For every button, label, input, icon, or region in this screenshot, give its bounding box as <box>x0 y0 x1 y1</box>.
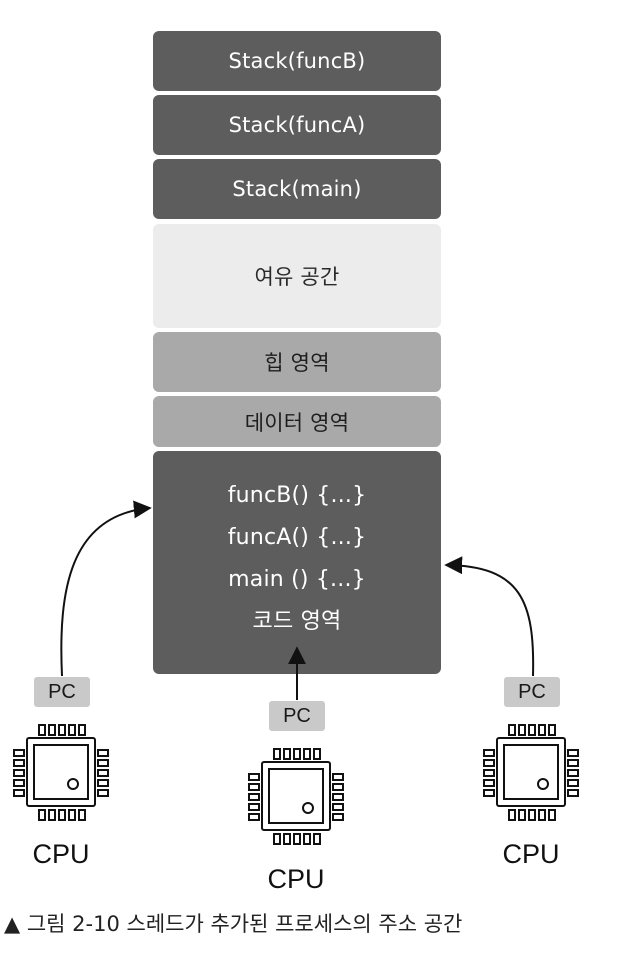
caption-text: 스레드가 추가된 프로세스의 주소 공간 <box>126 912 463 936</box>
arrow-right-pc <box>444 556 535 677</box>
cpu-label-right: CPU <box>502 839 560 869</box>
stack-funcA-segment: Stack(funcA) <box>153 95 441 155</box>
cpu-label-center: CPU <box>267 864 325 894</box>
code-segment: funcB() {...} funcA() {...} main () {...… <box>153 451 441 674</box>
pc-label-left: PC <box>48 680 76 703</box>
heap-segment: 힙 영역 <box>153 332 441 392</box>
arrow-left-pc <box>60 500 152 677</box>
figure-caption: ▲ 그림 2-10 스레드가 추가된 프로세스의 주소 공간 <box>4 908 462 938</box>
stack-funcB-label: Stack(funcB) <box>228 49 366 73</box>
stack-main-label: Stack(main) <box>232 177 362 201</box>
cpu-chip-icon <box>13 724 109 821</box>
stack-main-segment: Stack(main) <box>153 159 441 219</box>
pc-badge-left: PC <box>34 677 90 707</box>
caption-marker-icon: ▲ <box>4 912 21 936</box>
pc-label-right: PC <box>518 680 546 703</box>
pc-badge-right: PC <box>504 677 560 707</box>
stack-funcB-segment: Stack(funcB) <box>153 31 441 91</box>
code-line-main: main () {...} <box>228 567 366 592</box>
free-space-segment: 여유 공간 <box>153 224 441 328</box>
cpu-chip-icon <box>483 724 579 821</box>
code-segment-label: 코드 영역 <box>252 609 342 634</box>
pc-badge-center: PC <box>269 701 325 731</box>
stack-funcA-label: Stack(funcA) <box>228 113 366 137</box>
data-label: 데이터 영역 <box>244 410 350 435</box>
heap-label: 힙 영역 <box>264 351 330 375</box>
cpu-chip-icon <box>248 748 344 845</box>
pc-label-center: PC <box>283 704 311 727</box>
code-line-funcA: funcA() {...} <box>227 525 367 550</box>
data-segment: 데이터 영역 <box>153 396 441 447</box>
caption-figure-number: 그림 2-10 <box>26 912 120 936</box>
free-space-label: 여유 공간 <box>254 265 340 289</box>
cpu-label-left: CPU <box>32 839 90 869</box>
code-line-funcB: funcB() {...} <box>227 483 367 508</box>
